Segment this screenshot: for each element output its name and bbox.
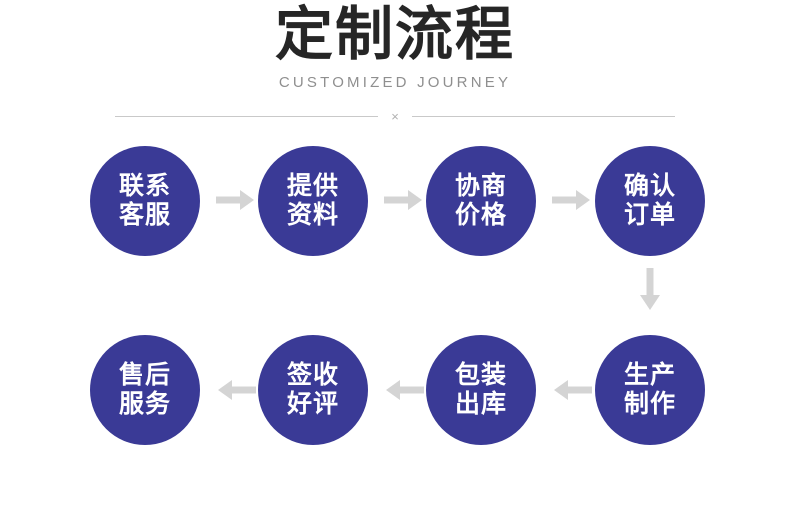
flow-step-7[interactable]: 签收 好评 [258, 335, 368, 445]
arrow-left-icon-1 [552, 378, 592, 402]
arrow-right-icon-1 [216, 188, 256, 212]
flow-step-3[interactable]: 协商 价格 [426, 146, 536, 256]
arrow-left-icon-3 [216, 378, 256, 402]
flow-step-6-label: 包装 出库 [454, 361, 507, 418]
page-title: 定制流程 [274, 2, 515, 67]
flow-step-2-label: 提供 资料 [286, 172, 339, 229]
arrow-right-icon-3 [552, 188, 592, 212]
divider-cross-icon: × [391, 108, 399, 124]
flow-step-7-label: 签收 好评 [286, 361, 339, 418]
flow-step-1[interactable]: 联系 客服 [90, 146, 200, 256]
flow-step-2[interactable]: 提供 资料 [258, 146, 368, 256]
arrow-right-icon-2 [384, 188, 424, 212]
flow-step-1-label: 联系 客服 [118, 172, 171, 229]
arrow-down-icon [638, 268, 662, 312]
flow-step-4[interactable]: 确认 订单 [595, 146, 705, 256]
header: 定制流程 CUSTOMIZED JOURNEY [0, 0, 790, 92]
flow-step-8-label: 售后 服务 [118, 361, 171, 418]
flow-step-5-label: 生产 制作 [623, 361, 676, 418]
flow-step-3-label: 协商 价格 [454, 172, 507, 229]
divider-line-right [412, 115, 675, 117]
flow-step-8[interactable]: 售后 服务 [90, 335, 200, 445]
divider-line-left [115, 115, 378, 117]
page-subtitle: CUSTOMIZED JOURNEY [278, 74, 512, 91]
flow-step-6[interactable]: 包装 出库 [426, 335, 536, 445]
flow-step-4-label: 确认 订单 [623, 172, 676, 229]
divider: × [115, 109, 675, 123]
arrow-left-icon-2 [384, 378, 424, 402]
flow-step-5[interactable]: 生产 制作 [595, 335, 705, 445]
